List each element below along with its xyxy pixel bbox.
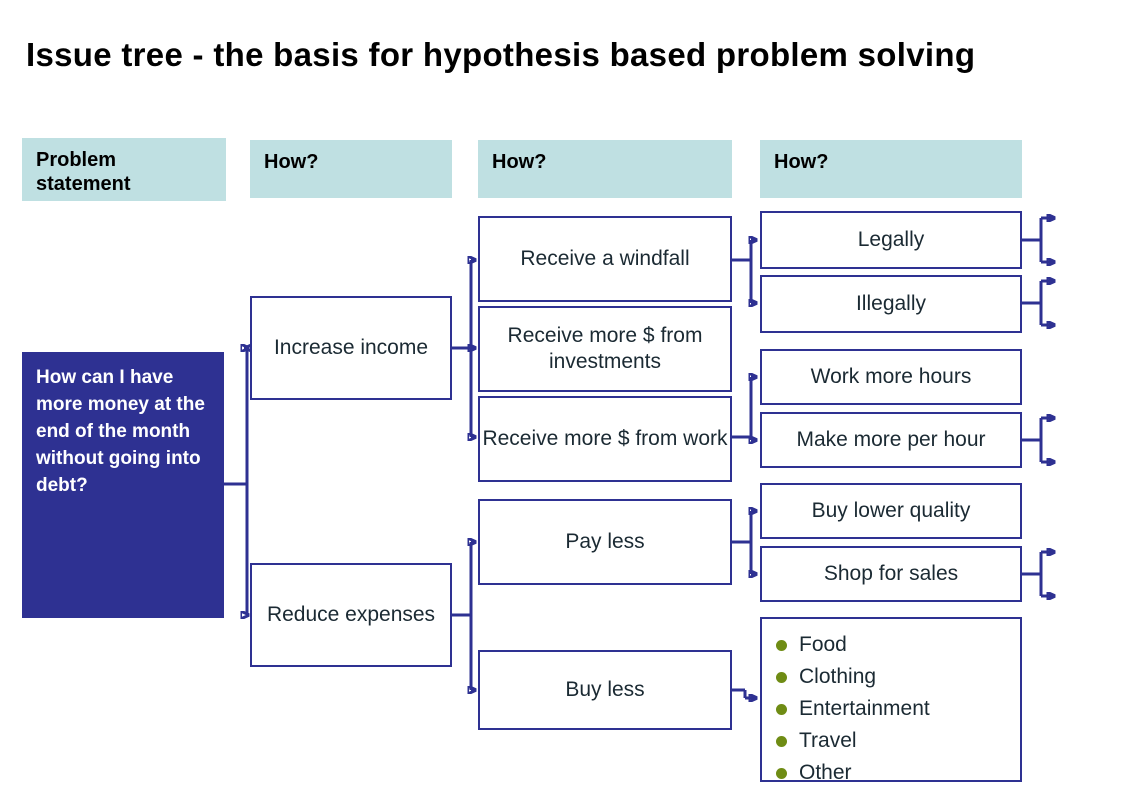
node-receive-more-from-work[interactable]: Receive more $ from work [478, 396, 732, 482]
node-buy-less[interactable]: Buy less [478, 650, 732, 730]
header-label: How? [264, 151, 319, 173]
list-item: Food [776, 629, 1020, 661]
node-label: Buy less [565, 678, 645, 701]
node-label: Receive more $ from investments [507, 324, 703, 373]
bullet-icon [776, 671, 787, 683]
list-item-label: Travel [799, 729, 857, 752]
header-problem-statement: Problem statement [22, 138, 226, 201]
node-legally[interactable]: Legally [760, 211, 1022, 269]
list-item-label: Entertainment [799, 697, 930, 720]
list-item-label: Food [799, 633, 847, 656]
header-label: How? [774, 151, 829, 173]
header-label: How? [492, 151, 547, 173]
header-how-2: How? [478, 140, 732, 198]
header-label: Problem statement [36, 149, 131, 195]
node-spending-categories[interactable]: Food Clothing Entertainment Travel Other [760, 617, 1022, 784]
list-item: Entertainment [776, 693, 1020, 725]
node-label: Receive more $ from work [482, 427, 728, 450]
node-label: Shop for sales [823, 562, 959, 585]
page-title: Issue tree - the basis for hypothesis ba… [26, 36, 976, 73]
node-label: Legally [857, 228, 925, 251]
bullet-icon [776, 639, 787, 651]
node-label: Work more hours [810, 365, 972, 388]
node-increase-income[interactable]: Increase income [250, 296, 452, 400]
node-label: Illegally [855, 292, 927, 315]
node-label: How can I have more money at the end of … [36, 367, 205, 496]
header-how-1: How? [250, 140, 452, 198]
node-work-more-hours[interactable]: Work more hours [760, 349, 1022, 405]
list-item: Clothing [776, 661, 1020, 693]
bullet-icon [776, 735, 787, 747]
node-receive-a-windfall[interactable]: Receive a windfall [478, 216, 732, 302]
node-receive-more-from-investments[interactable]: Receive more $ from investments [478, 306, 732, 392]
node-label: Buy lower quality [811, 499, 971, 522]
node-make-more-per-hour[interactable]: Make more per hour [760, 412, 1022, 468]
node-problem-statement[interactable]: How can I have more money at the end of … [22, 352, 224, 618]
node-shop-for-sales[interactable]: Shop for sales [760, 546, 1022, 602]
node-reduce-expenses[interactable]: Reduce expenses [250, 563, 452, 667]
list-item: Other [776, 757, 1020, 787]
node-label: Make more per hour [796, 428, 986, 451]
list-item: Travel [776, 725, 1020, 757]
node-label: Pay less [565, 530, 645, 553]
list-item-label: Clothing [799, 665, 877, 688]
node-buy-lower-quality[interactable]: Buy lower quality [760, 483, 1022, 539]
node-label: Reduce expenses [266, 603, 436, 626]
node-label: Receive a windfall [520, 247, 690, 270]
bullet-icon [776, 703, 787, 715]
list-item-label: Other [799, 761, 852, 784]
bullet-icon [776, 767, 787, 779]
node-illegally[interactable]: Illegally [760, 275, 1022, 333]
node-pay-less[interactable]: Pay less [478, 499, 732, 585]
header-how-3: How? [760, 140, 1022, 198]
node-label: Increase income [273, 336, 429, 359]
